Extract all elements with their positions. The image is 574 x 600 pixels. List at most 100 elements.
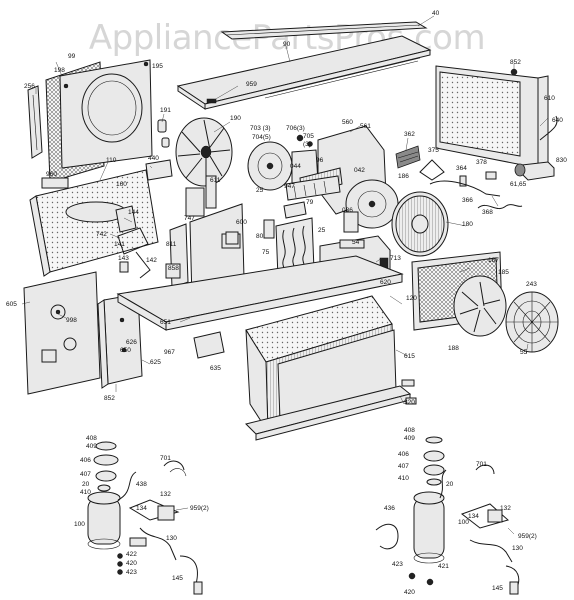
- callout-160: 160: [116, 181, 127, 188]
- control-panel-605: [23, 271, 101, 395]
- side-panel-right: [435, 65, 558, 169]
- callout-132-r: 132: [500, 505, 511, 512]
- callout-375: 375: [428, 147, 439, 154]
- callout-110: 110: [106, 157, 117, 164]
- callout-20-l: 20: [82, 481, 90, 488]
- callout-409-l: 409: [86, 443, 97, 450]
- wire-harness-134-right: [460, 503, 510, 529]
- callout-362: 362: [404, 131, 415, 138]
- callout-409-r: 409: [404, 435, 415, 442]
- callout-852-top: 852: [510, 59, 521, 66]
- wire-366: [429, 180, 501, 197]
- callout-635: 635: [210, 365, 221, 372]
- fan-blade-190: [175, 117, 233, 187]
- callout-420-l: 420: [126, 560, 137, 567]
- callout-701-r: 701: [476, 461, 487, 468]
- fittings-420-right: [408, 572, 434, 586]
- grommets-right: [423, 436, 445, 486]
- callout-366: 366: [462, 197, 473, 204]
- part-80: [263, 219, 275, 239]
- callout-611: 611: [210, 177, 221, 184]
- blower-wheel-180: [391, 191, 449, 257]
- callout-75: 75: [262, 249, 270, 256]
- knob-191: [157, 119, 170, 148]
- evaporator-coil-110: [29, 169, 159, 277]
- blower-motor-186: [343, 179, 399, 233]
- callout-967: 967: [164, 349, 175, 356]
- callout-406-l: 406: [80, 457, 91, 464]
- callout-186: 186: [398, 173, 409, 180]
- callout-79: 79: [306, 199, 314, 206]
- callout-188: 188: [448, 345, 459, 352]
- callout-626: 626: [126, 339, 137, 346]
- callout-145-r: 145: [492, 585, 503, 592]
- top-rail-part: [220, 21, 428, 40]
- callout-25-a: 25: [256, 187, 264, 194]
- callout-811: 811: [166, 241, 177, 248]
- accumulator-130-right: [469, 539, 513, 563]
- callout-96: 96: [316, 157, 324, 164]
- callout-55: 55: [520, 349, 528, 356]
- callout-407-l: 407: [80, 471, 91, 478]
- callout-185: 185: [498, 269, 509, 276]
- compressor-right: [413, 469, 447, 564]
- bracket-440: [145, 159, 173, 181]
- callout-364: 364: [456, 165, 467, 172]
- callout-408-l: 408: [86, 435, 97, 442]
- callout-378: 378: [476, 159, 487, 166]
- screw-959-top: [206, 98, 217, 104]
- callout-858: 858: [168, 265, 179, 272]
- callout-40: 40: [432, 10, 440, 17]
- callout-947: 947: [284, 183, 295, 190]
- callout-195: 195: [152, 63, 163, 70]
- callout-320: 320: [404, 399, 415, 406]
- callout-747: 747: [184, 215, 195, 222]
- callout-703: 703 (3): [250, 125, 271, 132]
- callout-90: 90: [283, 41, 291, 48]
- callout-99: 99: [68, 53, 76, 60]
- base-pan-651: [116, 255, 404, 331]
- callout-368: 368: [482, 209, 493, 216]
- callout-706: 706(3): [286, 125, 305, 132]
- tubing-701-right: [475, 464, 495, 475]
- callout-440: 440: [148, 155, 159, 162]
- callout-705-qty: (3): [303, 141, 311, 148]
- callout-625: 625: [150, 359, 161, 366]
- callout-713: 713: [390, 255, 401, 262]
- part-364: [459, 175, 467, 187]
- suction-line-145-right: [505, 565, 520, 595]
- top-panel-part: [176, 35, 432, 110]
- callout-198: 198: [54, 67, 65, 74]
- callout-852-bottom: 852: [104, 395, 115, 402]
- callout-423-l: 423: [126, 569, 137, 576]
- callout-959-2-r: 959(2): [518, 533, 537, 540]
- callout-959-top: 959: [246, 81, 257, 88]
- callout-042: 042: [354, 167, 365, 174]
- callout-408-r: 408: [404, 427, 415, 434]
- air-filter-256: [27, 85, 43, 159]
- bracket-625: [97, 293, 143, 389]
- leader-lines: [21, 15, 549, 535]
- spring-368: [477, 204, 523, 210]
- callout-436-r: 436: [384, 505, 395, 512]
- callout-620: 620: [380, 279, 391, 286]
- bracket-635: [193, 331, 225, 359]
- callout-144: 144: [128, 209, 139, 216]
- callout-191: 191: [160, 107, 171, 114]
- grommets-left: [93, 441, 119, 492]
- callout-100-r: 100: [458, 519, 469, 526]
- callout-120: 120: [406, 295, 417, 302]
- tubing-701-left: [163, 460, 187, 477]
- callout-960: 960: [46, 171, 57, 178]
- callout-560: 560: [342, 119, 353, 126]
- callout-650: 650: [120, 347, 131, 354]
- callout-130-r: 130: [512, 545, 523, 552]
- callout-130-l: 130: [166, 535, 177, 542]
- fan-guard-55: [505, 291, 559, 353]
- base-rail-320: [245, 385, 412, 441]
- callout-422-l: 422: [126, 551, 137, 558]
- part-375: [419, 159, 445, 181]
- part-600: [225, 231, 239, 245]
- callout-410-l: 410: [80, 489, 91, 496]
- callout-134-r: 134: [468, 513, 479, 520]
